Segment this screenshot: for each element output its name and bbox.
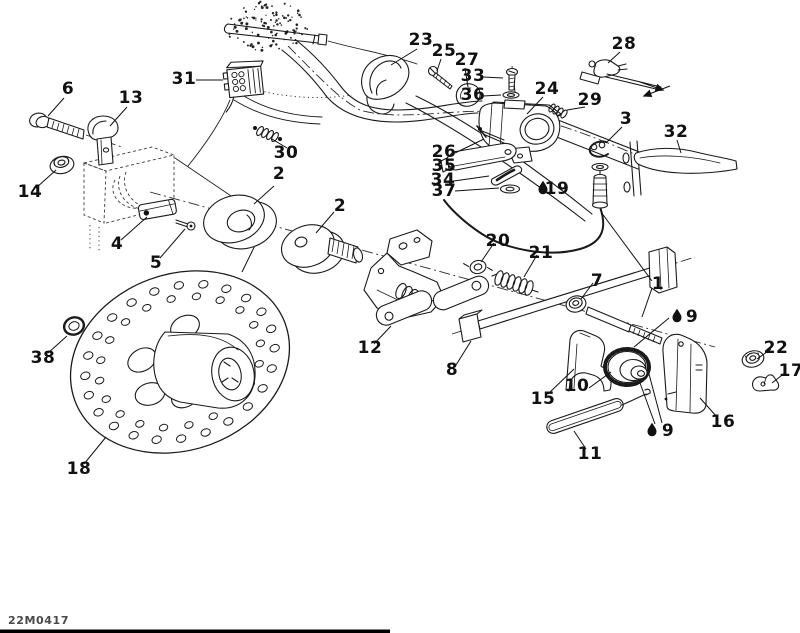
part-4-latch-lever	[137, 198, 177, 221]
part-17-clip-hook	[752, 374, 780, 392]
part-label-31: 31	[172, 69, 197, 89]
part-32-throttle-lever	[622, 140, 738, 197]
part-label-2b: 2	[334, 196, 346, 216]
part-label-27: 27	[455, 50, 480, 70]
part-label-21: 21	[529, 243, 554, 263]
part-label-24: 24	[535, 79, 560, 99]
part-label-12: 12	[358, 338, 383, 358]
part-10-adjuster-gear	[603, 347, 651, 387]
part-29-spring	[548, 103, 568, 119]
part-label-20: 20	[486, 231, 511, 251]
part-label-10: 10	[565, 376, 590, 396]
part-7-nut	[565, 295, 587, 313]
part-26-pivot-pin	[476, 125, 505, 144]
part-label-16: 16	[711, 412, 736, 432]
part-8-rod	[458, 246, 678, 343]
part-35-brake-lever	[440, 142, 517, 173]
callout-labels: 6 13 14 4 5 31 30 23 25 27 33 36 24 29 2…	[18, 30, 800, 479]
part-label-2a: 2	[273, 164, 285, 184]
part-37-washer	[499, 184, 521, 194]
grip-tube	[223, 23, 418, 65]
part-label-25: 25	[432, 41, 457, 61]
part-label-15: 15	[531, 389, 556, 409]
part-label-34: 34	[431, 170, 456, 190]
part-30-spring	[253, 126, 282, 142]
part-label-33: 33	[461, 66, 486, 86]
part-label-26: 26	[432, 142, 457, 162]
part-label-3: 3	[620, 109, 632, 129]
brake-disc-hub	[153, 331, 256, 409]
part-14-nut	[49, 155, 75, 175]
grease-drop-icon	[647, 422, 657, 437]
part-label-13: 13	[119, 88, 144, 108]
part-23-switch-pod	[361, 55, 410, 115]
cable-adjuster	[591, 162, 609, 209]
part-label-35: 35	[432, 156, 457, 176]
part-label-4: 4	[111, 234, 123, 254]
part-16-housing	[662, 333, 708, 414]
part-label-29: 29	[578, 90, 603, 110]
part-label-30: 30	[274, 143, 299, 163]
part-24-master-cylinder	[478, 99, 562, 164]
drawing-code: 22M0417	[8, 614, 69, 627]
part-label-17: 17	[779, 361, 800, 381]
part-2-roller-b	[281, 224, 364, 274]
part-label-1: 1	[652, 274, 664, 294]
part-label-18: 18	[67, 459, 92, 479]
part-label-6: 6	[62, 79, 74, 99]
part-3-e-clip	[588, 140, 609, 158]
part-label-9a: 9	[686, 307, 698, 327]
part-13-clamp	[87, 115, 119, 166]
part-20-push-nut	[463, 259, 493, 275]
part-label-19: 19	[545, 179, 570, 199]
part-12-pivot-bracket	[363, 229, 490, 326]
part-label-7: 7	[591, 271, 603, 291]
part-label-8: 8	[446, 360, 458, 380]
part-1-cable-rod-end	[585, 306, 663, 345]
part-11-retaining-pin	[546, 388, 651, 434]
part-21-spring	[491, 270, 539, 296]
grease-drop-icon	[672, 308, 682, 323]
part-label-23: 23	[409, 30, 434, 50]
part-label-14: 14	[18, 182, 43, 202]
part-label-38: 38	[31, 348, 56, 368]
page-edge-strip	[0, 629, 390, 633]
wiring-loom	[187, 92, 323, 167]
part-label-28: 28	[612, 34, 637, 54]
part-31-connector	[222, 60, 265, 113]
part-6-bolt	[29, 112, 85, 140]
part-label-22: 22	[764, 338, 789, 358]
part-27-boot-ring	[455, 83, 481, 107]
part-label-32: 32	[664, 122, 689, 142]
leader-lines	[35, 48, 787, 465]
grease-drop-icon	[538, 180, 548, 195]
part-label-36: 36	[461, 85, 486, 105]
part-34-spring-pin	[490, 165, 523, 186]
part-label-5: 5	[150, 253, 162, 273]
part-label-11: 11	[578, 444, 603, 464]
part-28-bracket	[579, 59, 671, 98]
part-22-nut	[741, 350, 765, 368]
part-5-screw	[175, 219, 196, 231]
part-label-9b: 9	[662, 421, 674, 441]
part-33-screw	[505, 67, 519, 91]
part-2-roller-a	[203, 194, 277, 250]
part-25-screw	[427, 65, 453, 90]
part-36-washer	[502, 91, 520, 99]
part-label-37: 37	[432, 181, 457, 201]
part-38-circlip	[62, 316, 86, 336]
